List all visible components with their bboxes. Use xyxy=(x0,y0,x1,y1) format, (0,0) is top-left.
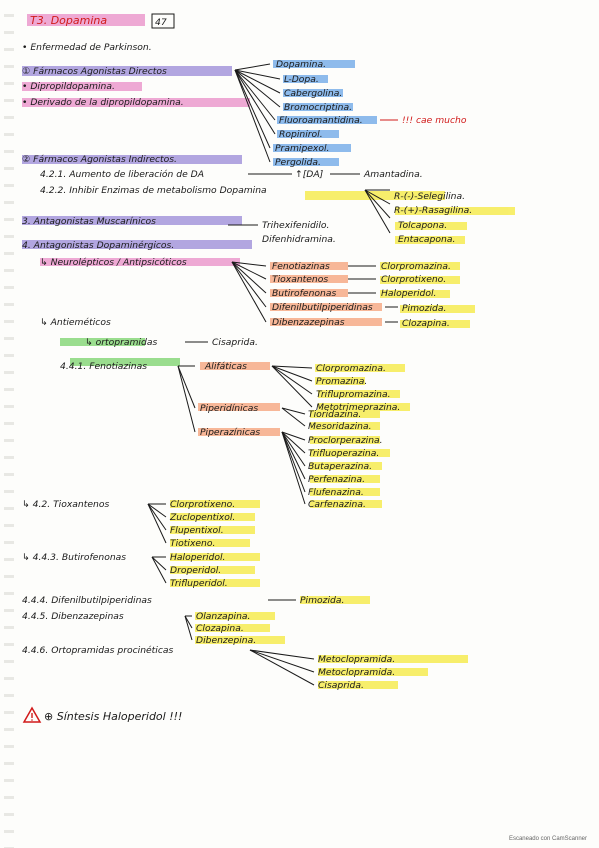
note-line: ↑[DA] xyxy=(295,169,324,180)
drug-item: Haloperidol. xyxy=(170,552,225,563)
drug-item: L-Dopa. xyxy=(284,74,319,85)
subsection-heading: 4.2.2. Inhibir Enzimas de metabolismo Do… xyxy=(40,185,267,196)
drug-item: Promazina. xyxy=(316,376,367,387)
drug-item: Trifluperidol. xyxy=(170,578,228,589)
drug-item: Clozapina. xyxy=(402,318,450,329)
section-heading: ① Fármacos Agonistas Directos xyxy=(22,66,167,77)
page-number-box xyxy=(151,13,175,29)
drug-item: Pimozida. xyxy=(300,595,344,606)
subsection-heading: ↳ 4.4.3. Butirofenonas xyxy=(22,552,126,563)
drug-item: Perfenazina. xyxy=(308,474,365,485)
subsection-heading: 4.4.6. Ortopramidas procinéticas xyxy=(22,645,174,656)
drug-class: Tioxantenos xyxy=(272,274,328,285)
note-line: • Enfermedad de Parkinson. xyxy=(22,42,152,53)
drug-item: Fluoroamantidina. xyxy=(279,115,363,126)
drug-class: Alifáticas xyxy=(204,361,247,372)
subsection-heading: 4.2.1. Aumento de liberación de DA xyxy=(40,169,204,180)
section-heading: ② Fármacos Agonistas Indirectos. xyxy=(22,154,177,165)
drug-item: Amantadina. xyxy=(363,169,423,180)
drug-item: Flufenazina. xyxy=(308,487,364,498)
drug-item: Clozapina. xyxy=(196,623,244,634)
synthesis-note: ⊕ Síntesis Haloperidol !!! xyxy=(44,710,182,723)
drug-item: Trifluoperazina. xyxy=(308,448,379,459)
drug-item: Metoclopramida. xyxy=(318,667,395,678)
drug-class: Butirofenonas xyxy=(272,288,336,299)
drug-item: Ropinirol. xyxy=(279,129,323,140)
section-heading: 3. Antagonistas Muscarínicos xyxy=(22,216,156,227)
page-number: 47 xyxy=(155,17,167,28)
page-title: T3. Dopamina xyxy=(30,14,107,27)
drug-item: Metotrimeprazina. xyxy=(316,402,400,413)
drug-item: Metoclopramida. xyxy=(318,654,395,665)
connector-arrows xyxy=(147,63,398,686)
drug-class: Piperidínicas xyxy=(200,403,258,414)
drug-class: Fenotiazinas xyxy=(272,261,330,272)
drug-class: Dibenzazepinas xyxy=(272,317,345,328)
drug-item: Butaperazina. xyxy=(308,461,372,472)
note-line: • Dipropildopamina. xyxy=(22,81,115,92)
drug-item: Bromocriptina. xyxy=(284,102,352,113)
drug-item: Mesoridazina. xyxy=(308,421,372,432)
drug-item: Clorpromazina. xyxy=(381,261,451,272)
drug-item: Cisaprida. xyxy=(318,680,364,691)
drug-class: Difenilbutilpiperidinas xyxy=(272,302,373,313)
drug-item: R-(-)-Selegilina. xyxy=(394,191,465,202)
note-line: • Derivado de la dipropildopamina. xyxy=(22,97,184,108)
drug-item: Triflupromazina. xyxy=(316,389,391,400)
drug-item: Dibenzepina. xyxy=(196,635,256,646)
warning-triangle-icon xyxy=(22,706,42,723)
page-margin-holes xyxy=(4,0,14,848)
scanner-footer: Escaneado con CamScanner xyxy=(508,836,587,842)
drug-item: Cisaprida. xyxy=(212,337,258,348)
subsection-heading: 4.4.4. Difenilbutilpiperidinas xyxy=(22,595,152,606)
highlights xyxy=(22,14,515,689)
drug-item: Haloperidol. xyxy=(381,288,436,299)
drug-item: Pergolida. xyxy=(275,157,321,168)
drug-item: Entacapona. xyxy=(398,234,455,245)
drug-item: Trihexifenidilo. xyxy=(262,220,329,231)
drug-item: R-(+)-Rasagilina. xyxy=(394,205,472,216)
note-line: ↳ ortopramidas xyxy=(85,337,157,348)
drug-item: Zuclopentixol. xyxy=(169,512,235,523)
drug-class: Piperazínicas xyxy=(200,427,260,438)
drug-item: Flupentixol. xyxy=(170,525,224,536)
drug-item: Droperidol. xyxy=(170,565,221,576)
drug-item: Clorprotixeno. xyxy=(170,499,235,510)
drug-item: Pimozida. xyxy=(402,303,446,314)
drug-item: Proclorperazina. xyxy=(308,435,383,446)
warning-note: !!! cae mucho xyxy=(402,115,467,126)
drug-item: Olanzapina. xyxy=(196,611,250,622)
section-heading: 4. Antagonistas Dopaminérgicos. xyxy=(22,240,174,251)
subsection-heading: ↳ Neurolépticos / Antipsicóticos xyxy=(40,257,187,268)
drug-item: Difenhidramina. xyxy=(262,234,336,245)
subsection-heading: ↳ 4.2. Tioxantenos xyxy=(22,499,109,510)
drug-item: Tolcapona. xyxy=(398,220,447,231)
drug-item: Tiotixeno. xyxy=(170,538,215,549)
drug-item: Tioridazina. xyxy=(308,409,361,420)
drug-item: Pramipexol. xyxy=(275,143,329,154)
drug-item: Cabergolina. xyxy=(284,88,342,99)
drug-item: Clorpromazina. xyxy=(316,363,386,374)
subsection-heading: 4.4.1. Fenotiazinas xyxy=(60,361,147,372)
subsection-heading: 4.4.5. Dibenzazepinas xyxy=(22,611,124,622)
drug-item: Carfenazina. xyxy=(308,499,366,510)
drug-item: Dopamina. xyxy=(276,59,326,70)
subsection-heading: ↳ Antieméticos xyxy=(40,317,111,328)
drug-item: Clorprotixeno. xyxy=(381,274,446,285)
